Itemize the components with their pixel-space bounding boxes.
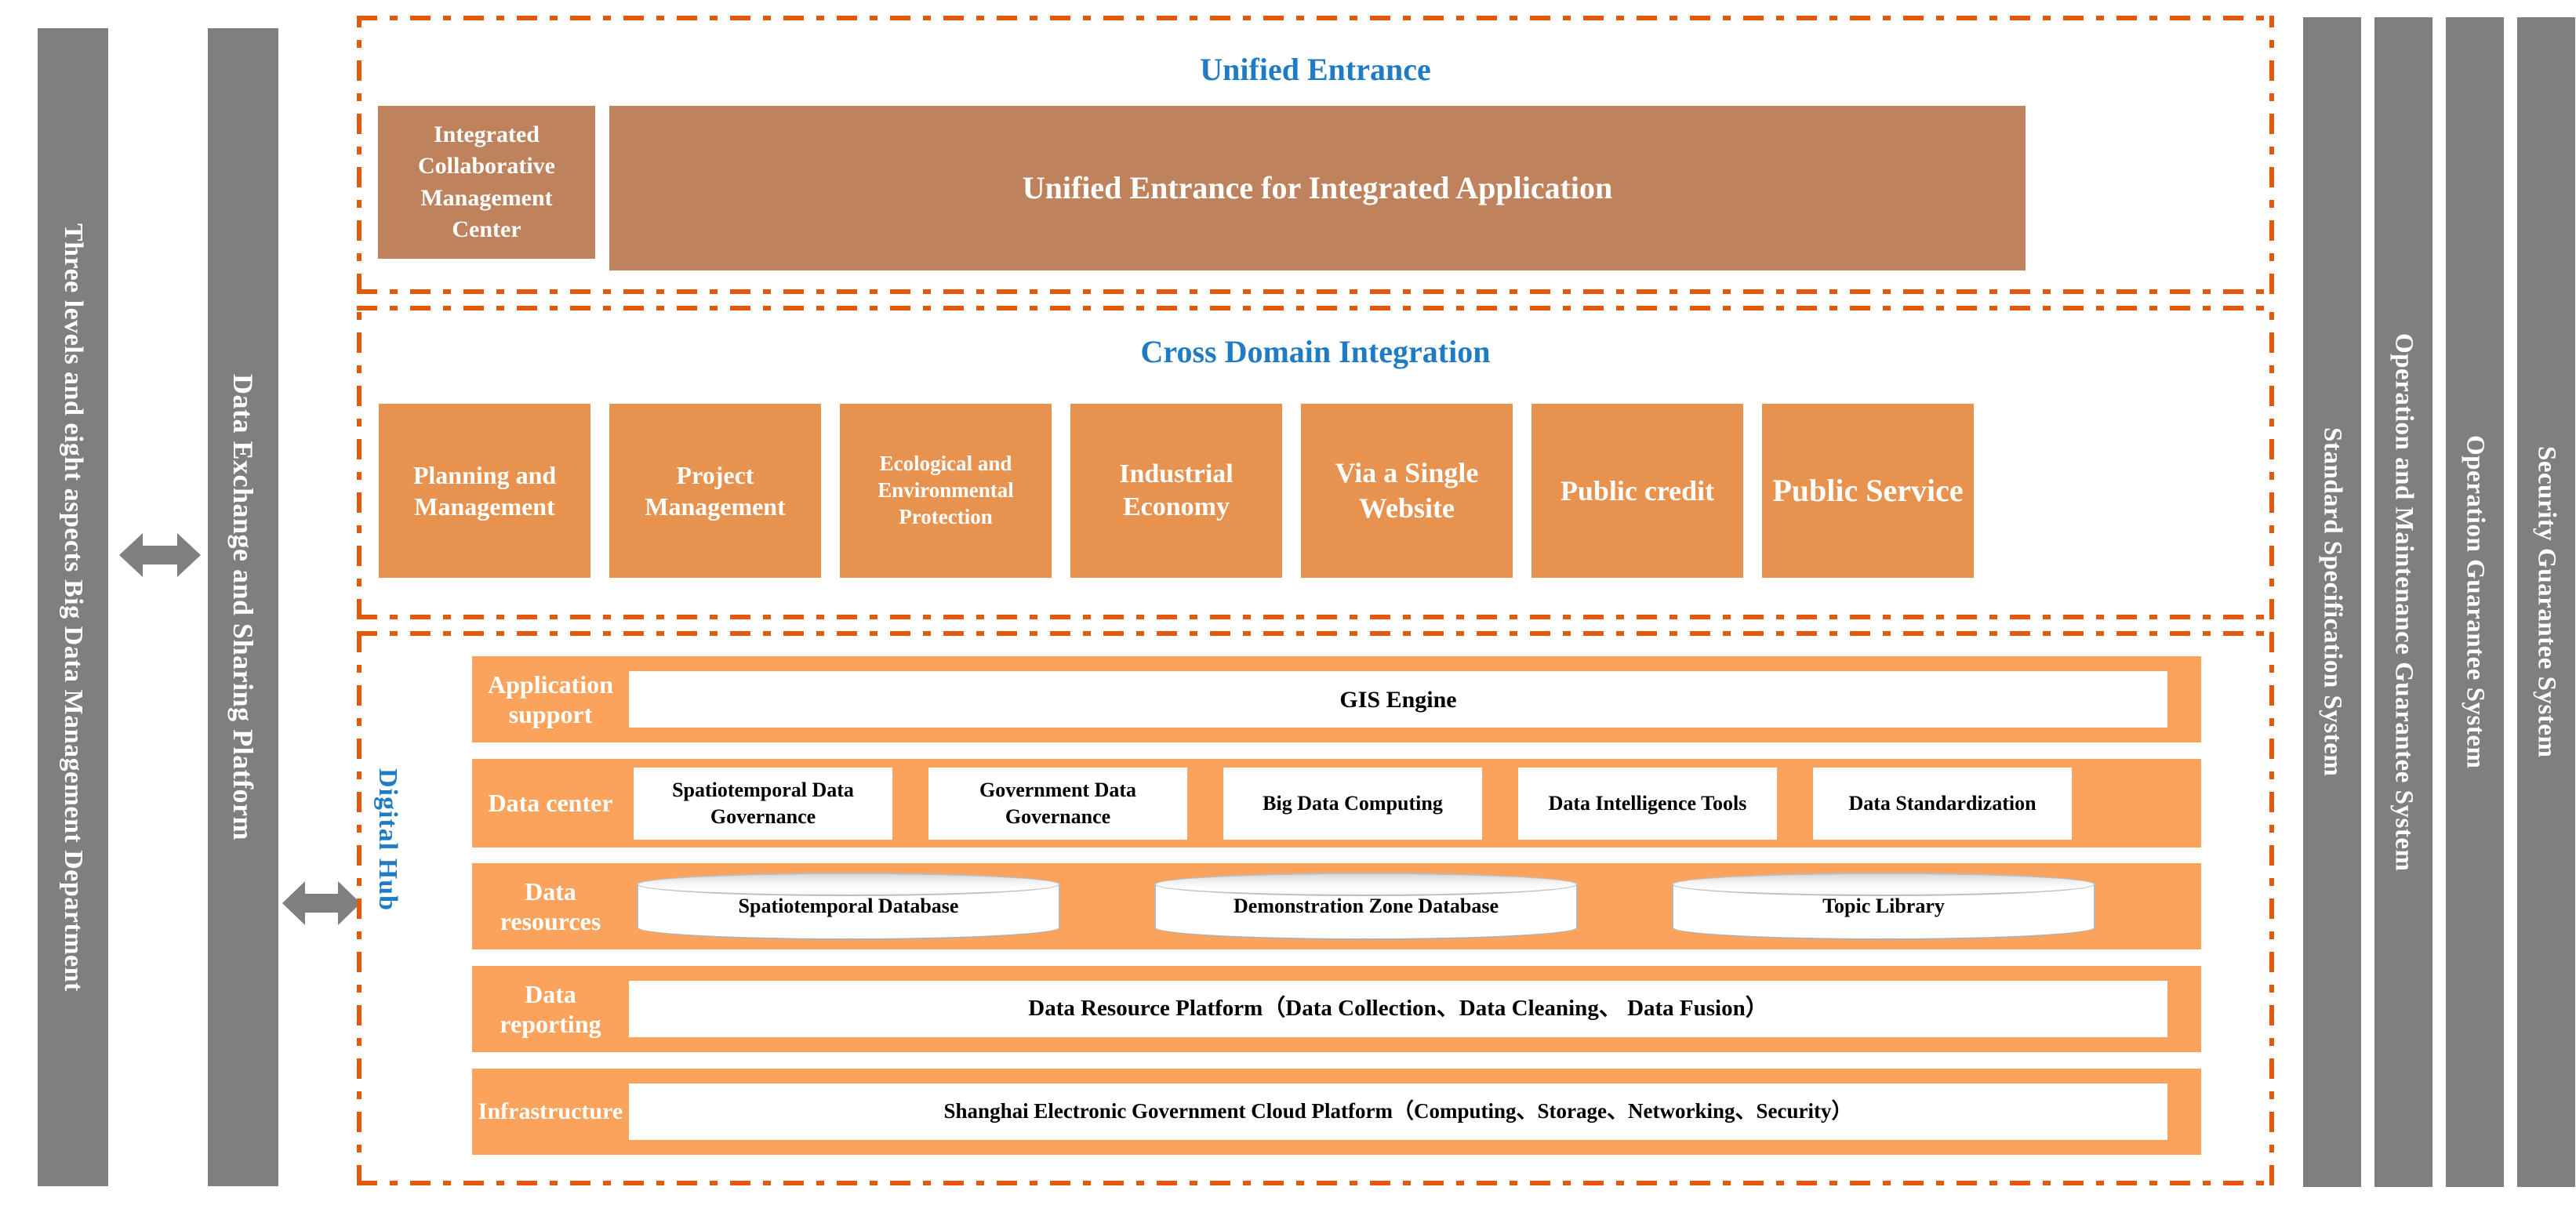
column-label: Via a Single Website [1335, 457, 1479, 524]
gis-engine-box[interactable]: GIS Engine [629, 671, 2167, 728]
hub-row-label: Data center [488, 789, 613, 818]
digital-hub-side-label: Digital Hub [373, 768, 402, 911]
box-label: Big Data Computing [1263, 791, 1443, 815]
cross-domain-column-public-credit[interactable]: Public credit [1531, 404, 1743, 578]
column-label: Planning and Management [412, 461, 557, 521]
column-label: Ecological and Environmental Protection [877, 452, 1014, 528]
cross-domain-column-industrial-economy[interactable]: Industrial Economy [1070, 404, 1282, 578]
unified-entrance-group: Unified Entrance Integrated Collaborativ… [357, 16, 2274, 294]
data-center-box-big-data-computing[interactable]: Big Data Computing [1223, 767, 1482, 840]
hub-row-label: Infrastructure [478, 1098, 623, 1124]
hub-row-data-center: Data center Spatiotemporal Data Governan… [472, 759, 2201, 848]
cylinder-label: Spatiotemporal Database [738, 894, 959, 917]
hub-row-label: Application support [487, 670, 614, 728]
database-cylinder-demonstration-zone-database[interactable]: Demonstration Zone Database [1154, 873, 1578, 940]
box-label: Data Intelligence Tools [1548, 791, 1747, 815]
pillar-label: Operation Guarantee System [2461, 435, 2490, 769]
cylinder-top [1672, 873, 2095, 896]
box-label: GIS Engine [1339, 686, 1457, 713]
pillar-label: Security Guarantee System [2532, 446, 2561, 758]
column-label: Public Service [1772, 473, 1964, 508]
hub-row-label: Data resources [500, 877, 601, 935]
cross-domain-column-planning-and-management[interactable]: Planning and Management [379, 404, 590, 578]
cross-domain-column-public-service[interactable]: Public Service [1762, 404, 1974, 578]
box-label: Spatiotemporal Data Governance [672, 778, 854, 828]
data-resource-platform-box[interactable]: Data Resource Platform（Data Collection、D… [629, 981, 2167, 1037]
digital-hub-group: Digital Hub Application support GIS Engi… [357, 631, 2274, 1185]
column-label: Public credit [1560, 474, 1715, 506]
box-label: Integrated Collaborative Management Cent… [418, 121, 555, 243]
pillar-operation-guarantee-system[interactable]: Operation Guarantee System [2446, 17, 2504, 1187]
data-center-box-spatiotemporal-data-governance[interactable]: Spatiotemporal Data Governance [634, 767, 892, 840]
data-center-box-data-intelligence-tools[interactable]: Data Intelligence Tools [1518, 767, 1777, 840]
pillar-label: Standard Specification System [2318, 427, 2347, 777]
box-label: Government Data Governance [979, 778, 1136, 828]
hub-row-application-support: Application support GIS Engine [472, 656, 2201, 742]
arrow-dept-to-platform [119, 517, 201, 593]
cross-domain-column-via-a-single-website[interactable]: Via a Single Website [1301, 404, 1513, 578]
database-cylinder-topic-library[interactable]: Topic Library [1672, 873, 2095, 940]
pillar-data-exchange-platform[interactable]: Data Exchange and Sharing Platform [208, 28, 278, 1186]
database-cylinder-spatiotemporal-database[interactable]: Spatiotemporal Database [637, 873, 1060, 940]
unified-entrance-title: Unified Entrance [1200, 52, 1431, 87]
hub-row-data-reporting: Data reporting Data Resource Platform（Da… [472, 966, 2201, 1052]
pillar-label: Three levels and eight aspects Big Data … [59, 223, 88, 992]
column-label: Industrial Economy [1119, 459, 1234, 522]
hub-row-data-resources: Data resources Spatiotemporal Database D… [472, 863, 2201, 949]
cross-domain-integration-group: Cross Domain Integration Planning and Ma… [357, 306, 2274, 619]
cylinder-label: Demonstration Zone Database [1234, 894, 1499, 917]
hub-row-infrastructure: Infrastructure Shanghai Electronic Gover… [472, 1069, 2201, 1155]
cross-domain-integration-title: Cross Domain Integration [1140, 334, 1491, 369]
data-center-box-government-data-governance[interactable]: Government Data Governance [928, 767, 1187, 840]
pillar-three-levels-department[interactable]: Three levels and eight aspects Big Data … [38, 28, 108, 1186]
hub-row-label: Data reporting [500, 979, 601, 1038]
arrow-platform-to-hub [282, 866, 361, 940]
integrated-collaborative-management-center-box[interactable]: Integrated Collaborative Management Cent… [378, 106, 595, 259]
pillar-security-guarantee-system[interactable]: Security Guarantee System [2517, 17, 2575, 1187]
cylinder-top [637, 873, 1060, 896]
box-label: Data Resource Platform（Data Collection、D… [1028, 996, 1768, 1022]
pillar-label: Data Exchange and Sharing Platform [227, 373, 259, 841]
box-label: Unified Entrance for Integrated Applicat… [1022, 170, 1613, 205]
data-center-box-data-standardization[interactable]: Data Standardization [1813, 767, 2072, 840]
cross-domain-column-ecological-environmental-protection[interactable]: Ecological and Environmental Protection [840, 404, 1052, 578]
cross-domain-column-project-management[interactable]: Project Management [609, 404, 821, 578]
pillar-operation-maintenance-guarantee-system[interactable]: Operation and Maintenance Guarantee Syst… [2374, 17, 2432, 1187]
pillar-label: Operation and Maintenance Guarantee Syst… [2389, 332, 2418, 872]
pillar-standard-specification-system[interactable]: Standard Specification System [2303, 17, 2361, 1187]
unified-entrance-integrated-application-box[interactable]: Unified Entrance for Integrated Applicat… [609, 106, 2026, 270]
shanghai-cloud-platform-box[interactable]: Shanghai Electronic Government Cloud Pla… [629, 1084, 2167, 1140]
box-label: Shanghai Electronic Government Cloud Pla… [943, 1099, 1853, 1123]
cylinder-top [1154, 873, 1578, 896]
box-label: Data Standardization [1848, 791, 2036, 815]
cylinder-label: Topic Library [1822, 894, 1945, 917]
column-label: Project Management [645, 461, 786, 521]
